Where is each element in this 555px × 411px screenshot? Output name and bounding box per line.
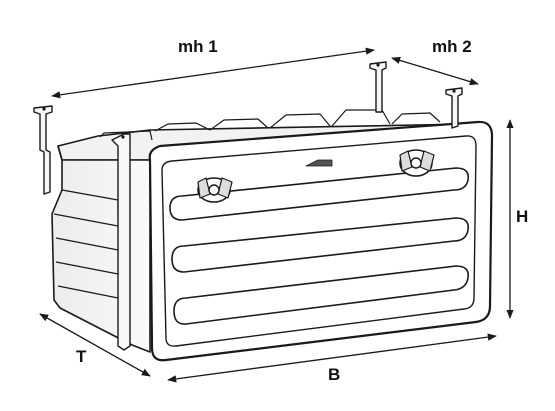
toolbox-side [51,145,151,353]
dim-line-t [39,313,151,377]
front-rib-1 [169,167,470,221]
label-mh2: mh 2 [432,37,472,56]
mounting-bracket-icon [33,61,463,351]
dim-line-mh2 [391,56,479,86]
label-h: H [516,207,528,226]
front-rib-2 [171,217,470,273]
lock-icon [399,149,435,177]
top-ribs [99,109,441,141]
label-mh1: mh 1 [178,37,218,56]
brand-badge [305,159,333,167]
toolbox-front [148,120,494,362]
label-b: B [328,365,340,384]
dimension-arrow-icon [39,47,514,383]
lock-icon [197,177,233,203]
dim-line-b [167,333,497,383]
label-t: T [76,347,87,366]
dim-line-mh1 [51,47,375,99]
front-rib-3 [173,265,470,325]
